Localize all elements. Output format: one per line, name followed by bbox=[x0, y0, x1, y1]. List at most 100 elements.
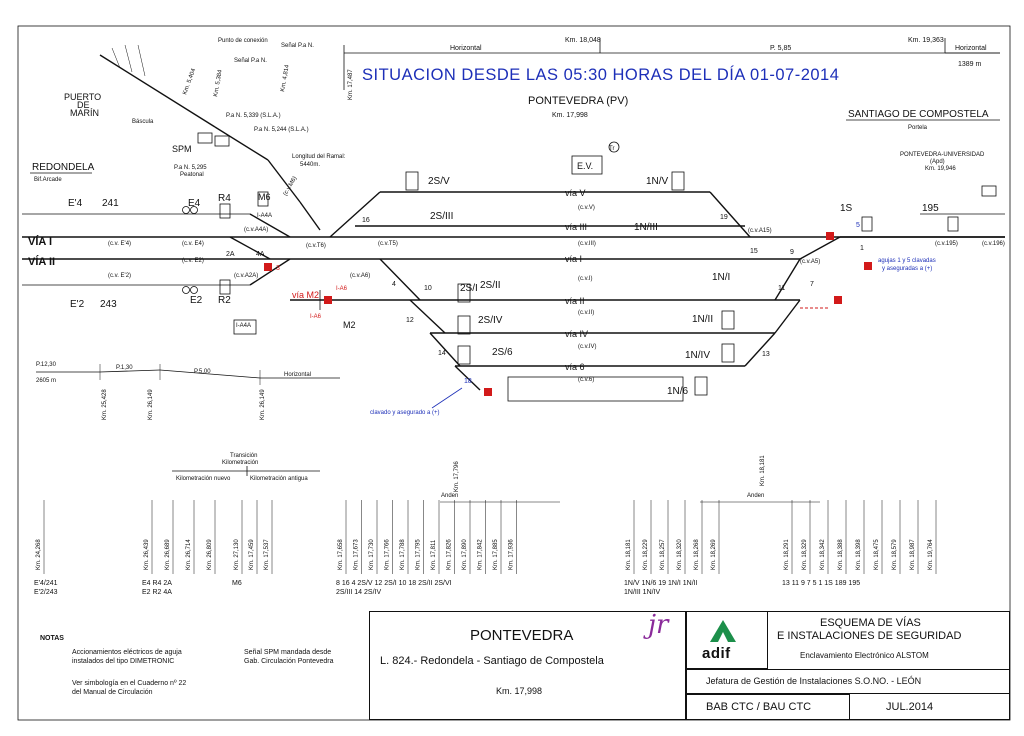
kilometracion-nuevo: Kilometración nuevo bbox=[176, 476, 231, 482]
cv-iv: (c.v.IV) bbox=[578, 344, 597, 350]
signal-e2: E2 bbox=[190, 295, 203, 306]
transicion-label: Transición bbox=[230, 453, 257, 459]
cv-a15: (c.v.A15) bbox=[748, 228, 772, 234]
km-marker: Km. 17,842 bbox=[478, 539, 484, 570]
profile-p1230: P.12,30 bbox=[36, 362, 57, 368]
i-a4a-box-label: I-A4A bbox=[236, 323, 251, 329]
profile-km1: Km. 25,428 bbox=[102, 389, 108, 420]
switch-15: 15 bbox=[750, 248, 758, 255]
signal-m2: M2 bbox=[343, 320, 356, 330]
km-marker: Km. 18,181 bbox=[626, 539, 632, 570]
ev-label: E.V. bbox=[577, 161, 593, 171]
km-4814: Km. 4,814 bbox=[280, 64, 291, 93]
via-ii-track-label: vía II bbox=[565, 296, 585, 306]
km-group-label: 2S/III 14 2S/IV bbox=[336, 589, 381, 596]
cv-196: (c.v.196) bbox=[982, 241, 1005, 247]
km-marker: Km. 18,329 bbox=[802, 539, 808, 570]
signal-195: 195 bbox=[922, 203, 939, 214]
profile-p-mid: P. 5,85 bbox=[770, 45, 791, 52]
km-marker: Km. 17,459 bbox=[249, 539, 255, 570]
note-3a: Ver simbología en el Cuaderno nº 22 bbox=[72, 680, 187, 687]
tb-line: L. 824.- Redondela - Santiago de Compost… bbox=[380, 655, 604, 667]
km-marker: Km. 27,130 bbox=[234, 539, 240, 570]
cv-e2: (c.v. E2) bbox=[182, 258, 204, 264]
signal-1n-iv: 1N/IV bbox=[685, 350, 710, 361]
puerto-label: PUERTO bbox=[64, 92, 101, 102]
signal-heads bbox=[182, 155, 959, 396]
longitud-label: Longitud del Ramal: bbox=[292, 154, 346, 160]
portela-label: Portela bbox=[908, 125, 928, 131]
km-group-label: 1N/III 1N/IV bbox=[624, 589, 661, 596]
kilometracion-antigua: Kilometración antigua bbox=[250, 476, 308, 482]
via-i-track-label: vía I bbox=[565, 254, 582, 264]
via-m2-label: vía M2 bbox=[292, 290, 319, 300]
main-tracks bbox=[22, 191, 1005, 402]
senal-pn-2: Señal P.a N. bbox=[234, 58, 267, 64]
profile-horizontal: Horizontal bbox=[284, 372, 311, 378]
switch-3: 3 bbox=[276, 265, 280, 272]
km-group-label: 1N/V 1N/6 19 1N/I 1N/II bbox=[624, 580, 698, 587]
cv-e4: (c.v. E4) bbox=[182, 241, 204, 247]
switch-11: 11 bbox=[778, 285, 785, 292]
spm-signal-label: SPM bbox=[172, 144, 192, 154]
notes-heading: NOTAS bbox=[40, 635, 64, 642]
signal-1n-v: 1N/V bbox=[646, 176, 669, 187]
tb-initials: jr bbox=[648, 610, 669, 640]
switch-10: 10 bbox=[424, 285, 432, 292]
km-marker: Km. 17,673 bbox=[354, 539, 360, 570]
profile-p500: P.5,00 bbox=[194, 369, 211, 375]
note-2a: Señal SPM mandada desde bbox=[244, 649, 332, 656]
signal-1n-ii: 1N/II bbox=[692, 314, 713, 325]
via-v-label: vía V bbox=[565, 188, 586, 198]
km-5404: Km. 5,404 bbox=[182, 67, 197, 95]
kilometration-transition: Transición Kilometración Kilometración n… bbox=[172, 453, 820, 503]
switch-5: 5 bbox=[856, 222, 860, 229]
signal-1s: 1S bbox=[840, 203, 853, 214]
switch-9: 9 bbox=[790, 249, 794, 256]
km-group-label: E'2/243 bbox=[34, 589, 58, 596]
apd-km: Km. 19,946 bbox=[925, 166, 956, 172]
note-2b: Gab. Circulación Pontevedra bbox=[244, 658, 334, 665]
signal-243: 243 bbox=[100, 299, 117, 310]
bif-arcade-label: Bif.Arcade bbox=[34, 177, 62, 183]
cv-i: (c.v.I) bbox=[578, 276, 593, 282]
signal-1n-iii: 1N/III bbox=[634, 222, 658, 233]
cv-a5: (c.v.A5) bbox=[800, 259, 820, 265]
cv-iii: (c.v.III) bbox=[578, 241, 596, 247]
km-marker: Km. 24,268 bbox=[36, 539, 42, 570]
cv-t6: (c.v.T6) bbox=[306, 243, 326, 249]
redondela-label: REDONDELA bbox=[32, 162, 95, 173]
tr-symbol: Tr bbox=[609, 146, 614, 152]
km-marker: Km. 18,388 bbox=[838, 539, 844, 570]
de-label: DE bbox=[77, 100, 90, 110]
apd-label: (Apd) bbox=[930, 159, 945, 165]
title-block-left bbox=[369, 611, 686, 720]
cv-e4p: (c.v. E'4) bbox=[108, 241, 131, 247]
santiago-label: SANTIAGO DE COMPOSTELA bbox=[848, 109, 989, 120]
signal-2s-i: 2S/I bbox=[460, 283, 478, 294]
km-marker: Km. 26,809 bbox=[207, 539, 213, 570]
note-1a: Accionamientos eléctricos de aguja bbox=[72, 649, 182, 656]
marin-label: MARÍN bbox=[70, 108, 99, 118]
km-group-label: E'4/241 bbox=[34, 580, 58, 587]
tb-scheme-1: ESQUEMA DE VÍAS bbox=[820, 617, 921, 629]
signal-e2p: E'2 bbox=[70, 299, 85, 310]
tb-station: PONTEVEDRA bbox=[470, 627, 574, 644]
signal-1n-6: 1N/6 bbox=[667, 386, 689, 397]
km-marker: Km. 17,795 bbox=[416, 539, 422, 570]
tb-km: Km. 17,998 bbox=[496, 686, 543, 696]
cv-195: (c.v.195) bbox=[935, 241, 958, 247]
km-marker: Km. 17,730 bbox=[369, 539, 375, 570]
profile-dist-right: 1389 m bbox=[958, 61, 982, 68]
senal-pn-top: Señal P.a N. bbox=[281, 43, 314, 49]
cv-ii: (c.v.II) bbox=[578, 310, 594, 316]
km-marker: Km. 18,579 bbox=[892, 539, 898, 570]
signal-m6: M6 bbox=[258, 192, 271, 202]
km-marker: Km. 18,291 bbox=[784, 539, 790, 570]
pn-5244: P.a N. 5,244 (S.L.A.) bbox=[254, 127, 309, 133]
switch-18: 18 bbox=[464, 378, 472, 385]
km-marker: Km. 18,987 bbox=[910, 539, 916, 570]
signal-e4p: E'4 bbox=[68, 198, 83, 209]
